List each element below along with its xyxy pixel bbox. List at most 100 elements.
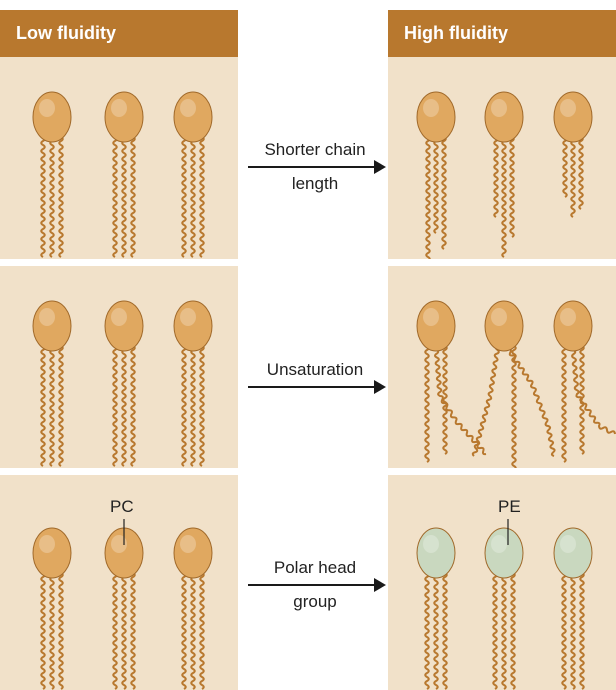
lipid-head (417, 301, 455, 351)
head-highlight (180, 99, 196, 117)
lipid-tail (200, 137, 204, 257)
lipid-head (485, 92, 523, 142)
lipid-tail (562, 346, 566, 462)
lipid-tail (113, 573, 117, 689)
head-highlight (560, 308, 576, 326)
lipid-tail (182, 346, 186, 466)
lipid-tail (131, 573, 135, 689)
lipid-tail (191, 137, 195, 257)
lipid-tail (580, 573, 584, 689)
row3-left-panel: PC (0, 475, 238, 690)
lipid-tail (502, 573, 506, 689)
row3-right-panel: PE (388, 475, 616, 690)
lipid-tail (191, 573, 195, 689)
lipid-tail (191, 346, 195, 466)
lipid-tail (200, 573, 204, 689)
lipid-tail (571, 137, 575, 217)
arrow-label-line1: Unsaturation (244, 360, 386, 380)
arrow-label-line1: Shorter chain (244, 140, 386, 160)
lipid-tail (494, 137, 498, 217)
lipid-tail (510, 137, 514, 237)
lipid-tail (50, 137, 54, 257)
arrow-unsaturation: Unsaturation (244, 360, 386, 394)
lipid-tail (122, 137, 126, 257)
head-highlight (39, 308, 55, 326)
lipid-tail (493, 573, 497, 689)
lipid-tail (563, 137, 567, 197)
arrow-label-line2: length (244, 174, 386, 194)
arrow-label-line2: group (244, 592, 386, 612)
lipid-head (417, 528, 455, 578)
lipid-tail (434, 573, 438, 689)
low-fluidity-header: Low fluidity (0, 10, 238, 57)
head-highlight (560, 99, 576, 117)
lipid-tail (443, 573, 447, 689)
arrow-right-icon (248, 166, 382, 168)
head-highlight (111, 99, 127, 117)
lipid-head (33, 301, 71, 351)
lipid-tail (41, 573, 45, 689)
head-highlight (491, 535, 507, 553)
lipid-head (105, 92, 143, 142)
lipid-head (174, 528, 212, 578)
lipid-tail (41, 137, 45, 257)
arrow-shorter-chain: Shorter chain length (244, 140, 386, 194)
lipid-tail (59, 573, 63, 689)
lipid-tail (434, 137, 438, 233)
lipid-tail (426, 137, 430, 259)
head-highlight (423, 535, 439, 553)
row2-left-lipids (0, 266, 238, 468)
arrow-label-line1: Polar head (244, 558, 386, 578)
lipid-tail (200, 346, 204, 466)
head-highlight (423, 308, 439, 326)
arrow-right-icon (248, 386, 382, 388)
lipid-tail (511, 573, 515, 689)
lipid-tail (473, 346, 499, 456)
row2-right-lipids (388, 266, 616, 468)
lipid-tail (59, 137, 63, 257)
lipid-tail (502, 137, 506, 257)
pe-label: PE (498, 497, 521, 517)
row1-right-lipids (388, 57, 616, 259)
lipid-tail (50, 573, 54, 689)
row1-left-lipids (0, 57, 238, 259)
arrow-right-icon (248, 584, 382, 586)
row2-left-panel (0, 266, 238, 468)
lipid-head (174, 92, 212, 142)
head-highlight (39, 99, 55, 117)
lipid-head (485, 301, 523, 351)
lipid-tail (425, 346, 429, 462)
lipid-tail (562, 573, 566, 689)
row2-right-panel (388, 266, 616, 468)
head-highlight (39, 535, 55, 553)
lipid-tail (131, 346, 135, 466)
lipid-head (554, 528, 592, 578)
lipid-tail (122, 346, 126, 466)
row1-right-panel (388, 57, 616, 259)
lipid-tail (182, 573, 186, 689)
lipid-tail (443, 346, 447, 454)
lipid-head (105, 301, 143, 351)
lipid-tail (50, 346, 54, 466)
arrow-polar-head: Polar head group (244, 558, 386, 612)
lipid-head (485, 528, 523, 578)
head-highlight (180, 535, 196, 553)
lipid-tail (571, 346, 615, 434)
lipid-tail (113, 137, 117, 257)
lipid-head (33, 92, 71, 142)
pc-label: PC (110, 497, 134, 517)
head-highlight (180, 308, 196, 326)
head-highlight (111, 308, 127, 326)
lipid-tail (571, 573, 575, 689)
lipid-head (33, 528, 71, 578)
lipid-tail (579, 137, 583, 209)
lipid-tail (131, 137, 135, 257)
lipid-head (554, 301, 592, 351)
lipid-head (174, 301, 212, 351)
lipid-tail (122, 573, 126, 689)
head-highlight (491, 99, 507, 117)
lipid-tail (113, 346, 117, 466)
lipid-tail (41, 346, 45, 466)
high-fluidity-header: High fluidity (388, 10, 616, 57)
lipid-tail (442, 137, 446, 249)
